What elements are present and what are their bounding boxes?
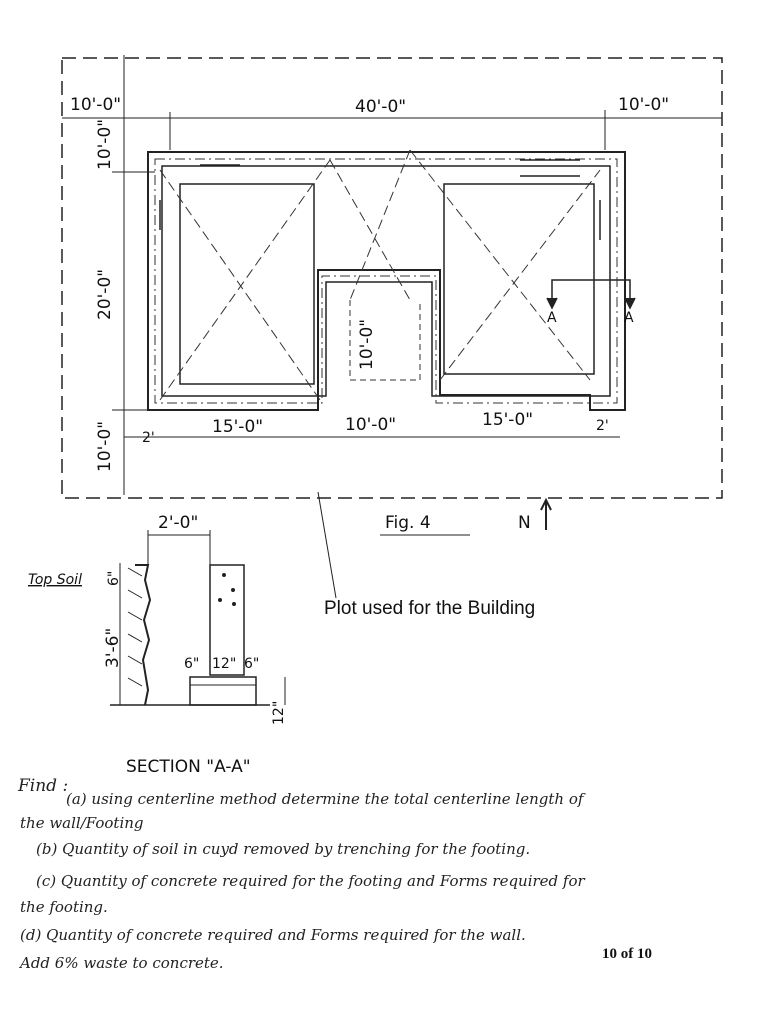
- room-left: [179, 183, 315, 385]
- page-number: 10 of 10: [602, 946, 652, 962]
- section-footing-left: 6": [184, 656, 199, 672]
- question-c-line2: the footing.: [20, 898, 108, 916]
- dim-top-setback: 10'-0": [95, 119, 115, 170]
- plot-boundary: [61, 57, 723, 499]
- dim-notch-depth: 10'-0": [357, 319, 377, 370]
- detail-dashes: [159, 159, 601, 240]
- dim-left-wall: 2': [142, 430, 155, 446]
- section-topsoil-label: Top Soil: [28, 572, 82, 588]
- caption-pointer: [317, 491, 337, 599]
- question-b: (b) Quantity of soil in cuyd removed by …: [36, 840, 531, 858]
- section-title: SECTION "A-A": [126, 757, 251, 777]
- section-trench-width: 2'-0": [158, 513, 198, 533]
- question-d-line2: Add 6% waste to concrete.: [20, 954, 224, 972]
- question-d-line1: (d) Quantity of concrete required and Fo…: [20, 926, 526, 944]
- section-footing-wall: 12": [212, 656, 236, 672]
- section-mark-right: A: [624, 310, 634, 326]
- section-topsoil-depth: 6": [106, 571, 122, 586]
- roof-lines: [159, 149, 601, 401]
- dim-left-room: 15'-0": [212, 417, 263, 437]
- dim-width: 40'-0": [355, 97, 406, 117]
- section-drawing: [110, 530, 286, 706]
- dim-bottom-setback: 10'-0": [95, 421, 115, 472]
- section-footing-height: 12": [271, 701, 287, 725]
- room-right: [443, 183, 595, 375]
- north-label: N: [518, 513, 531, 533]
- section-trench-depth: 3'-6": [103, 628, 123, 668]
- dim-right-setback: 10'-0": [618, 95, 669, 115]
- find-label: Find :: [18, 776, 69, 796]
- dim-left-setback: 10'-0": [70, 95, 121, 115]
- dim-right-wall: 2': [596, 418, 609, 434]
- section-footing-right: 6": [244, 656, 259, 672]
- figure-caption: Plot used for the Building: [324, 598, 536, 619]
- question-a-line2: the wall/Footing: [20, 814, 144, 832]
- dim-notch: 10'-0": [345, 415, 396, 435]
- building-outline: [147, 151, 626, 411]
- section-cut: [546, 279, 636, 310]
- section-mark-left: A: [547, 310, 557, 326]
- building-inner-outline: [161, 165, 611, 397]
- question-a-line1: (a) using centerline method determine th…: [66, 790, 584, 808]
- dim-right-room: 15'-0": [482, 410, 533, 430]
- dim-depth: 20'-0": [95, 269, 115, 320]
- figure-label: Fig. 4: [385, 513, 431, 533]
- dim-top: [62, 55, 722, 495]
- question-c-line1: (c) Quantity of concrete required for th…: [36, 872, 585, 890]
- wall-centerline: [154, 158, 618, 404]
- notch-inner: [349, 300, 421, 381]
